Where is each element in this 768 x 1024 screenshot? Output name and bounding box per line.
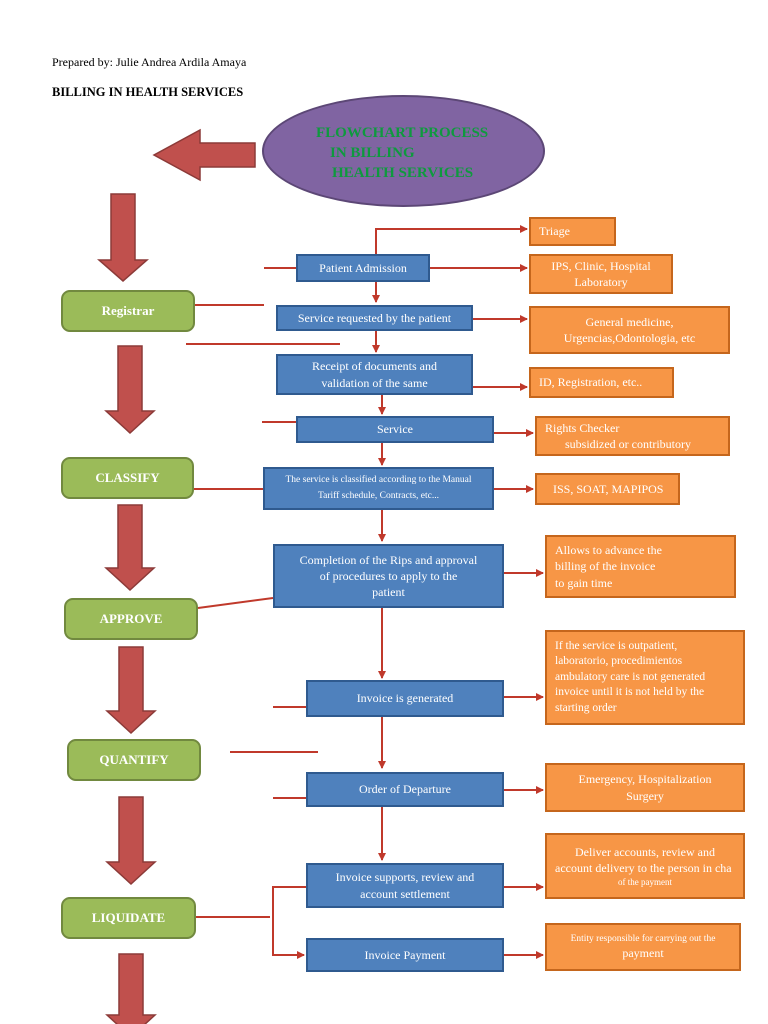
prepared-by: Prepared by: Julie Andrea Ardila Amaya — [52, 55, 247, 69]
note-general-line-1: General medicine, — [585, 314, 674, 329]
note-outpatient-line-3: ambulatory care is not generated — [555, 670, 706, 683]
note-allows-line-3: to gain time — [555, 575, 613, 590]
step-receipt-line-2: validation of the same — [321, 375, 428, 390]
big-arrow-down-1 — [97, 193, 149, 282]
note-emergency-line-1: Emergency, Hospitalization — [578, 772, 712, 787]
note-triage-text: Triage — [539, 224, 570, 239]
stage-liquidate: LIQUIDATE — [61, 897, 196, 939]
step-service-classified: The service is classified according to t… — [263, 467, 494, 510]
note-allows-advance: Allows to advance the billing of the inv… — [545, 535, 736, 598]
big-arrow-down-2 — [104, 345, 156, 435]
note-entity-line-1: Entity responsible for carrying out the — [570, 933, 716, 944]
note-deliver-line-3: of the payment — [618, 877, 672, 888]
note-rights-line-1: Rights Checker — [545, 420, 620, 435]
note-outpatient-line-2: laboratorio, procedimientos — [555, 655, 683, 668]
ellipse-line-2: IN BILLING — [330, 145, 415, 161]
ellipse-line-1: FLOWCHART PROCESS — [316, 125, 489, 141]
stage-approve: APPROVE — [64, 598, 198, 640]
ellipse-line-3: HEALTH SERVICES — [332, 165, 474, 181]
step-order-departure: Order of Departure — [306, 772, 504, 807]
note-rights-line-2: subsidized or contributory — [565, 437, 691, 451]
step-invoice-payment: Invoice Payment — [306, 938, 504, 972]
note-outpatient: If the service is outpatient, laboratori… — [545, 630, 745, 725]
step-supports-line-1: Invoice supports, review and — [335, 870, 475, 885]
step-invoice-generated: Invoice is generated — [306, 680, 504, 717]
note-triage: Triage — [529, 217, 616, 246]
stage-quantify: QUANTIFY — [67, 739, 201, 781]
note-deliver-line-1: Deliver accounts, review and — [575, 844, 715, 859]
big-arrow-left — [152, 128, 256, 182]
stage-registrar: Registrar — [61, 290, 195, 332]
step-supports-line-2: account settlement — [360, 886, 450, 901]
note-outpatient-line-4: invoice until it is not held by the — [555, 686, 705, 699]
step-rips-line-2: of procedures to apply to the — [319, 568, 458, 583]
step-service-requested: Service requested by the patient — [276, 305, 473, 331]
note-outpatient-line-1: If the service is outpatient, — [555, 639, 678, 652]
big-arrow-down-6 — [105, 953, 157, 1024]
big-arrow-down-5 — [105, 796, 157, 886]
note-ips: IPS, Clinic, Hospital Laboratory — [529, 254, 673, 294]
note-general-line-2: Urgencias,Odontologia, etc — [563, 331, 696, 345]
note-outpatient-line-5: starting order — [555, 701, 617, 714]
stage-classify: CLASSIFY — [61, 457, 194, 499]
note-emergency: Emergency, Hospitalization Surgery — [545, 763, 745, 812]
note-general-medicine: General medicine, Urgencias,Odontologia,… — [529, 306, 730, 354]
step-classified-line-2: Tariff schedule, Contracts, etc... — [317, 490, 440, 501]
note-rights-checker: Rights Checker subsidized or contributor… — [535, 416, 730, 456]
note-ips-line-1: IPS, Clinic, Hospital — [551, 258, 651, 273]
big-arrow-down-3 — [104, 504, 156, 592]
step-service: Service — [296, 416, 494, 443]
flowchart-title-ellipse: FLOWCHART PROCESS IN BILLING HEALTH SERV… — [262, 95, 545, 207]
note-deliver-line-2: account delivery to the person in cha — [555, 860, 732, 875]
note-iss-soat: ISS, SOAT, MAPIPOS — [535, 473, 680, 505]
step-classified-line-1: The service is classified according to t… — [285, 475, 472, 486]
note-id-text: ID, Registration, etc.. — [539, 375, 643, 390]
note-id-registration: ID, Registration, etc.. — [529, 367, 674, 398]
note-entity-line-2: payment — [622, 946, 664, 961]
step-completion-rips: Completion of the Rips and approval of p… — [273, 544, 504, 608]
note-emergency-line-2: Surgery — [626, 788, 664, 803]
note-allows-line-1: Allows to advance the — [555, 543, 662, 558]
note-ips-line-2: Laboratory — [574, 275, 628, 289]
step-receipt-line-1: Receipt of documents and — [312, 359, 437, 374]
step-patient-admission: Patient Admission — [296, 254, 430, 282]
step-receipt-documents: Receipt of documents and validation of t… — [276, 354, 473, 395]
step-rips-line-1: Completion of the Rips and approval — [299, 552, 478, 567]
note-deliver-accounts: Deliver accounts, review and account del… — [545, 833, 745, 899]
big-arrow-down-4 — [105, 646, 157, 735]
page-title: BILLING IN HEALTH SERVICES — [52, 85, 244, 99]
step-invoice-supports: Invoice supports, review and account set… — [306, 863, 504, 908]
step-rips-line-3: patient — [372, 585, 405, 600]
note-entity-responsible: Entity responsible for carrying out the … — [545, 923, 741, 971]
note-iss-text: ISS, SOAT, MAPIPOS — [553, 481, 664, 496]
note-allows-line-2: billing of the invoice — [555, 559, 656, 574]
